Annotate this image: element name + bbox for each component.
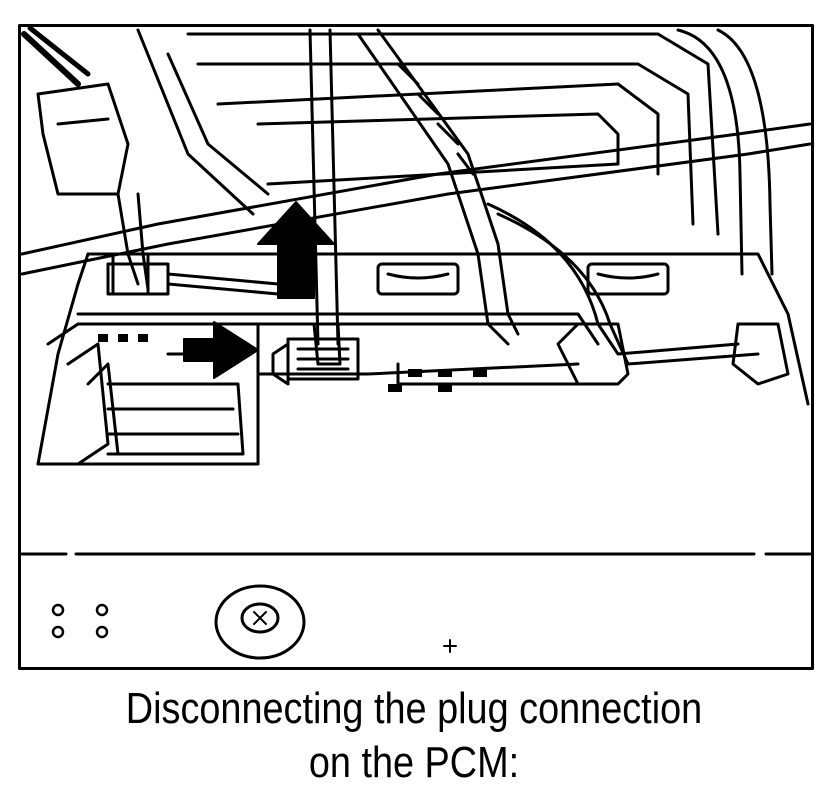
pcm-pins <box>98 334 487 392</box>
pcm-module <box>36 252 810 466</box>
vacuum-tube <box>308 28 342 366</box>
screw-holes <box>51 603 109 639</box>
frame-border <box>18 24 814 670</box>
grommet <box>214 584 306 660</box>
recessed-bay <box>36 322 260 466</box>
figure-caption: Disconnecting the plug connection on the… <box>58 682 770 790</box>
right-arrow <box>166 321 259 379</box>
plus-marker <box>443 639 457 653</box>
plug-connector <box>271 337 360 386</box>
pcm-drawing <box>18 24 814 670</box>
caption-line-1: Disconnecting the plug connection <box>125 684 703 733</box>
pcm-illustration <box>18 24 814 670</box>
up-arrow <box>257 201 335 299</box>
caption-line-2: on the PCM: <box>308 738 520 787</box>
